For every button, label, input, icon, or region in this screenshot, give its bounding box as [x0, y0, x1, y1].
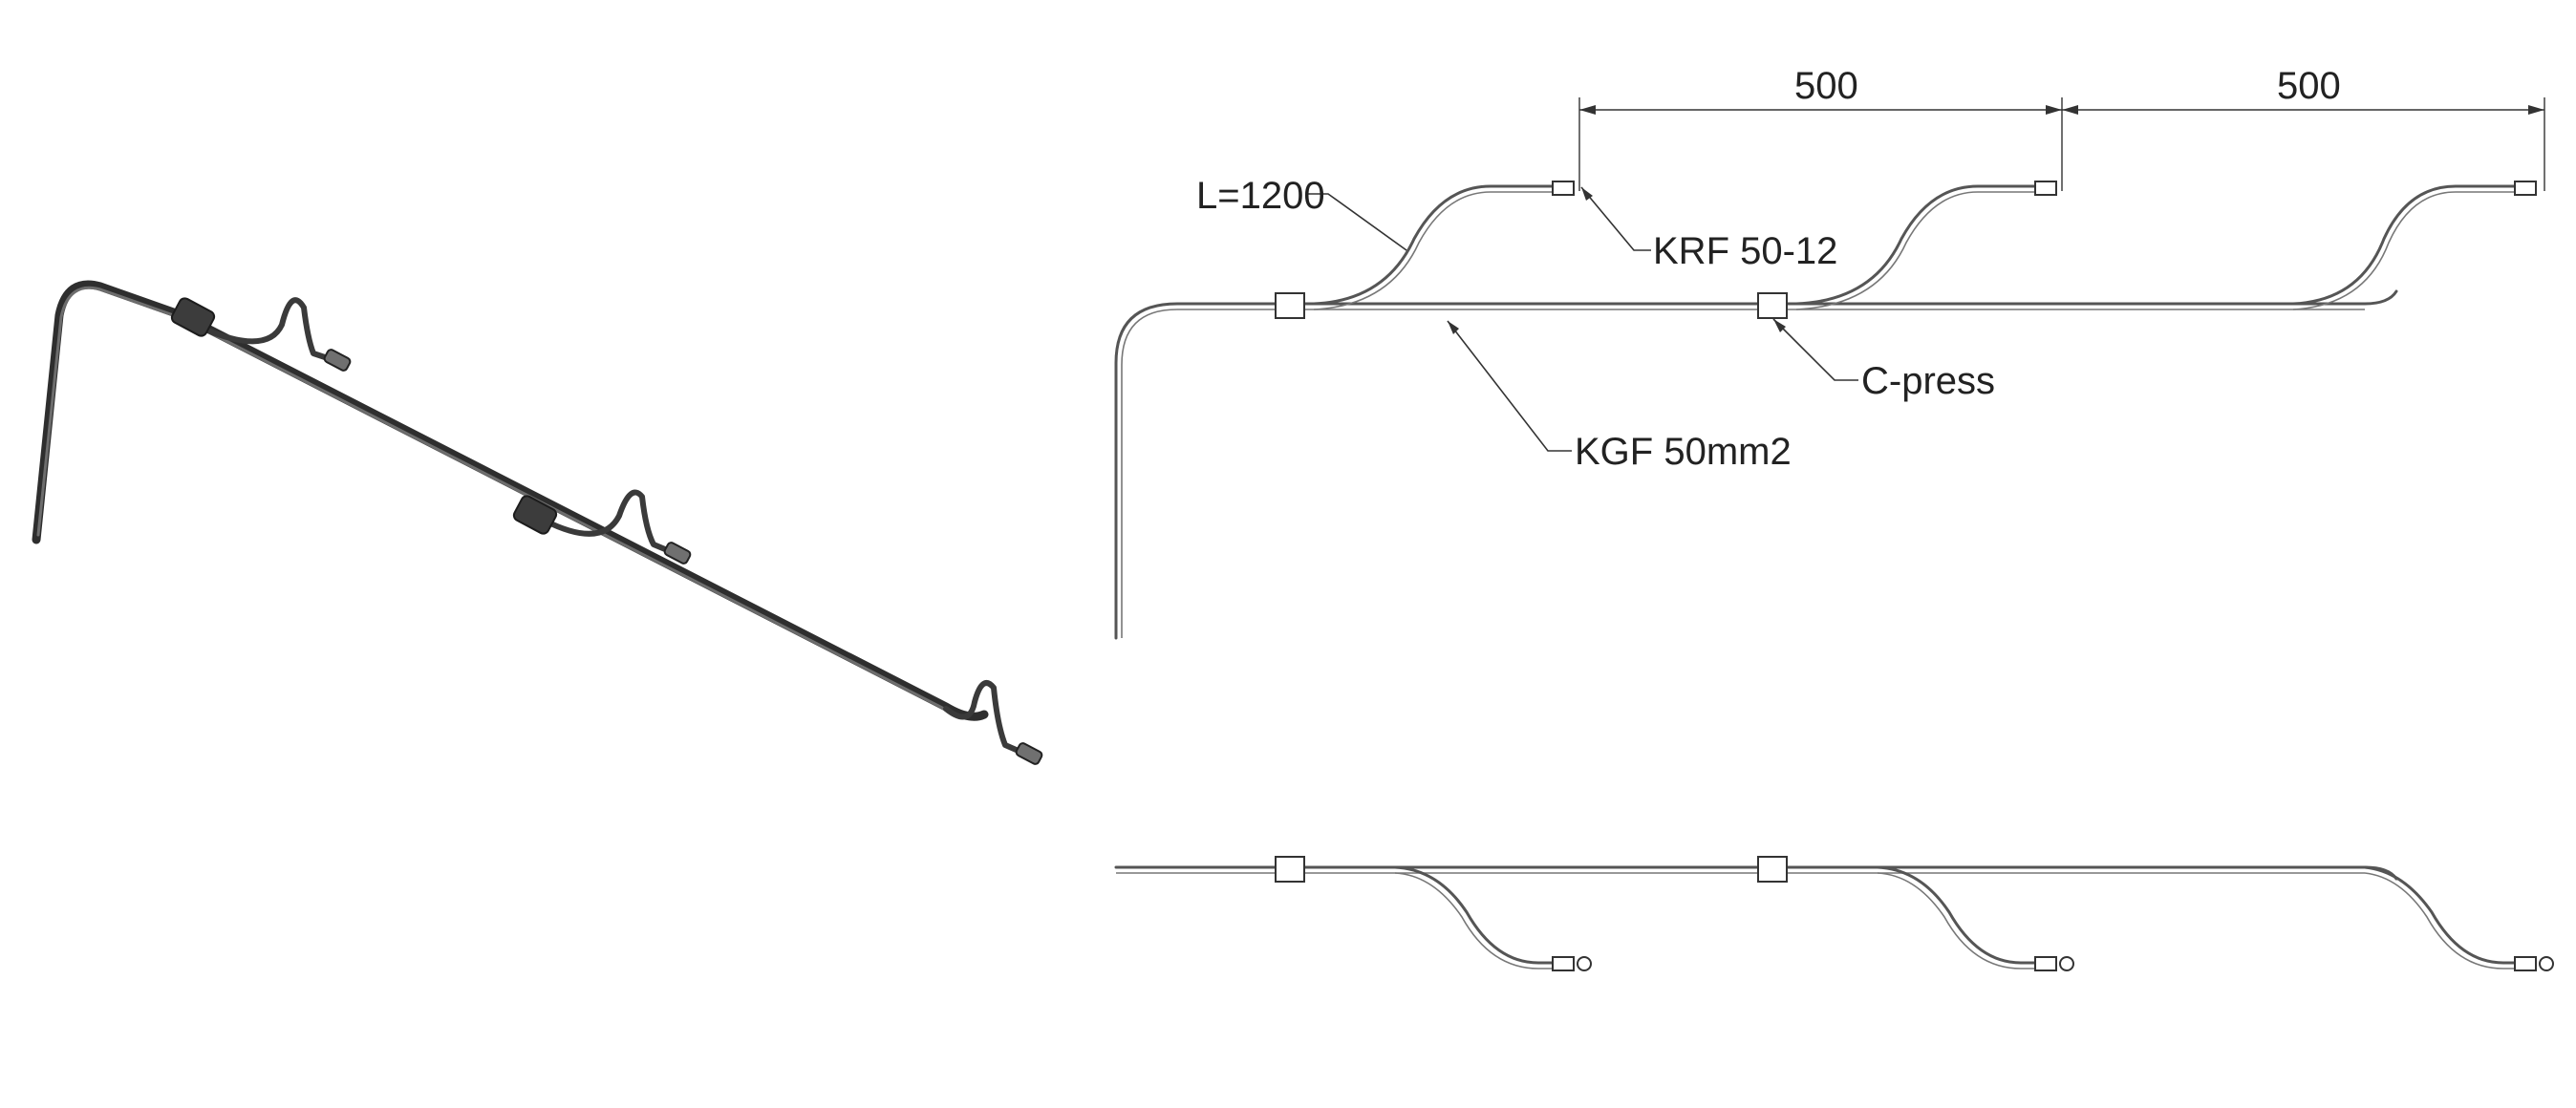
- top-lug-1: [1552, 181, 1575, 196]
- dim-arrow-1a: [1579, 105, 1596, 115]
- label-length: L=1200: [1196, 175, 1325, 217]
- dim-arrow-2a: [2062, 105, 2078, 115]
- iso-lug-2: [663, 542, 692, 565]
- leader-terminal: [1580, 186, 1651, 251]
- side-c-press-1: [1275, 856, 1305, 883]
- side-lug-hole-1: [1577, 956, 1592, 971]
- top-lug-2: [2034, 181, 2057, 196]
- iso-lug-1: [323, 349, 352, 372]
- top-lug-3: [2514, 181, 2537, 196]
- iso-c-press-1: [170, 297, 216, 337]
- side-view: [1114, 856, 2554, 971]
- top-c-press-1: [1275, 292, 1305, 319]
- leader-cable: [1447, 320, 1572, 452]
- top-branch-1-inner: [1313, 191, 1553, 310]
- side-branch-2: [1876, 865, 2037, 965]
- iso-lug-3: [1015, 742, 1043, 765]
- top-view: 500 500 L=1200 KRF 50-12 C-press KGF 50m…: [1114, 65, 2545, 640]
- label-cable: KGF 50mm2: [1575, 431, 1792, 473]
- leader-terminal-arrow: [1581, 187, 1593, 201]
- top-branch-2-inner: [1795, 191, 2035, 310]
- iso-branch-2: [542, 489, 679, 557]
- iso-branch-3: [943, 680, 1030, 757]
- top-branch-1: [1312, 184, 1555, 306]
- leader-cable-arrow: [1448, 321, 1459, 334]
- leader-length: [1307, 193, 1407, 251]
- iso-branch-1: [203, 297, 339, 364]
- iso-main-cable: [32, 280, 989, 721]
- leader-connector: [1772, 318, 1858, 381]
- top-branch-3-inner: [2292, 191, 2515, 310]
- side-branch-3: [2363, 865, 2517, 965]
- iso-c-press-2: [512, 495, 558, 535]
- side-branch-2-inner: [1877, 872, 2035, 970]
- side-lug-3: [2514, 956, 2537, 971]
- leader-connector-arrow: [1773, 319, 1786, 332]
- side-lug-hole-2: [2059, 956, 2074, 971]
- label-terminal: KRF 50-12: [1653, 230, 1837, 272]
- iso-main-cable-highlight: [36, 286, 948, 712]
- side-branch-3-inner: [2364, 872, 2515, 970]
- dim-arrow-2b: [2528, 105, 2544, 115]
- side-lug-2: [2034, 956, 2057, 971]
- side-branch-1: [1393, 865, 1555, 965]
- side-lug-hole-3: [2539, 956, 2554, 971]
- label-connector: C-press: [1861, 360, 1995, 402]
- top-c-press-2: [1757, 292, 1788, 319]
- side-branch-1-inner: [1394, 872, 1553, 970]
- top-branch-3: [2291, 184, 2517, 306]
- side-c-press-2: [1757, 856, 1788, 883]
- top-main-cable: [1114, 289, 2398, 640]
- dim-label-2: 500: [2277, 65, 2341, 107]
- dim-label-1: 500: [1794, 65, 1858, 107]
- side-lug-1: [1552, 956, 1575, 971]
- isometric-view: [32, 280, 1043, 765]
- top-main-cable-inner: [1121, 309, 2365, 638]
- dim-arrow-1b: [2046, 105, 2062, 115]
- top-branch-2: [1794, 184, 2037, 306]
